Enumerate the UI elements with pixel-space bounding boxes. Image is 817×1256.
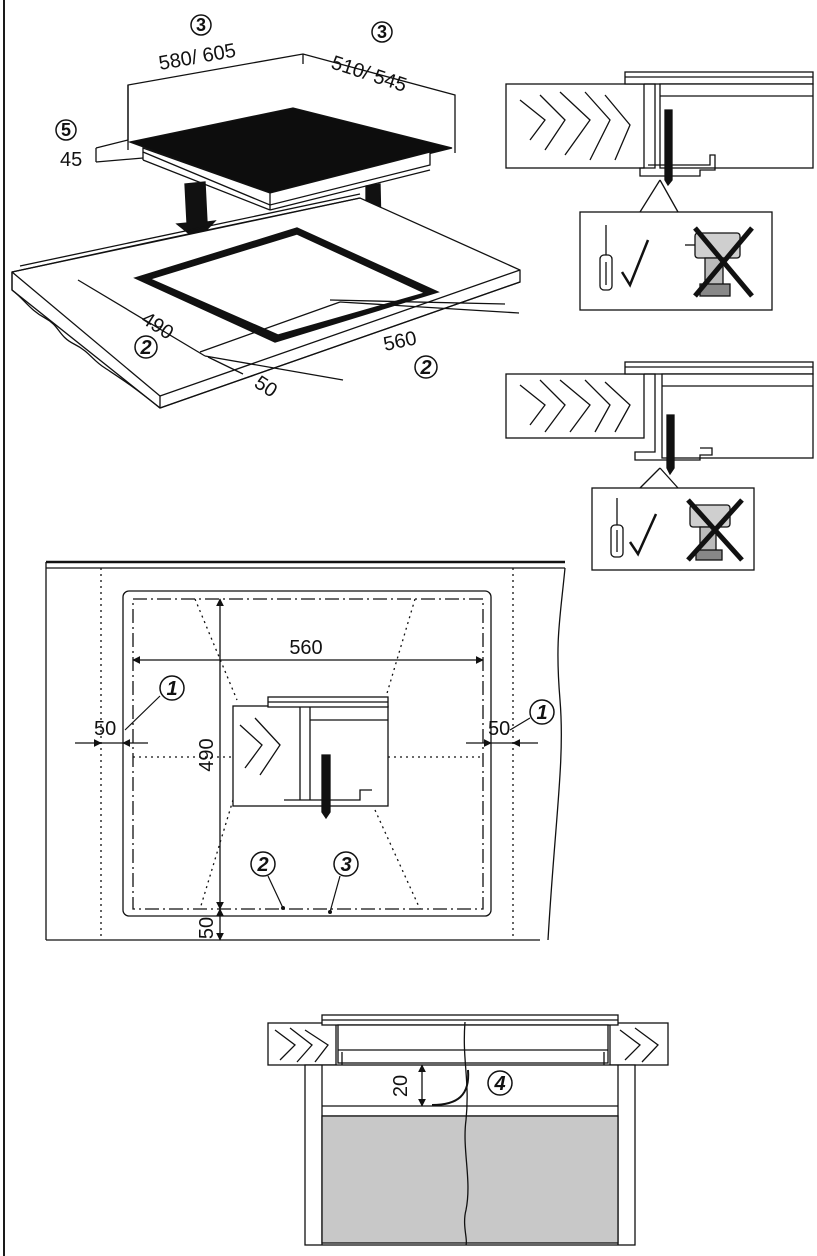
marker-circle xyxy=(190,14,212,36)
marker-circle xyxy=(414,355,438,379)
figure-isometric-hob xyxy=(11,53,521,409)
height-marker: 5 xyxy=(61,120,71,140)
right-gap-marker: 1 xyxy=(536,702,547,724)
depth-marker: 3 xyxy=(377,22,387,42)
cable-marker: 4 xyxy=(493,1073,505,1095)
screwdriver-icon xyxy=(610,498,624,558)
marker-circle xyxy=(134,335,158,359)
left-gap-label: 50 xyxy=(94,718,116,740)
depth-label: 510/ 545 xyxy=(328,52,409,97)
right-gap-label: 50 xyxy=(488,718,510,740)
not-allowed-cross-icon xyxy=(693,226,754,298)
width-label: 580/ 605 xyxy=(157,40,237,75)
gap-label: 20 xyxy=(390,1075,412,1097)
figure5-labels: 20 4 xyxy=(390,1070,513,1097)
cutout-depth-label: 490 xyxy=(196,738,218,771)
bottom-gap-label: 50 xyxy=(196,917,218,939)
height-label: 45 xyxy=(60,149,82,171)
edge-label: 50 xyxy=(250,372,281,403)
checkmark-icon xyxy=(628,513,658,557)
width-marker: 3 xyxy=(196,15,206,35)
left-gap-marker: 1 xyxy=(166,678,177,700)
page-border xyxy=(3,0,5,1256)
figure-cutout-plan xyxy=(45,560,566,941)
figure4-labels: 560 490 50 50 1 50 1 2 3 xyxy=(94,637,555,939)
figure-clamp-detail-1 xyxy=(505,71,814,311)
marker-circle xyxy=(159,675,185,701)
marker-circle xyxy=(487,1070,513,1096)
cutout-width-marker: 2 xyxy=(419,357,431,379)
screwdriver-icon xyxy=(599,225,613,291)
marker-circle xyxy=(371,21,393,43)
cutout-width-label: 560 xyxy=(381,327,418,355)
figure-section-view xyxy=(267,1014,669,1246)
cutout-depth-marker: 2 xyxy=(139,337,151,359)
screw-icon xyxy=(666,414,675,476)
hob-top xyxy=(127,107,453,194)
cabinet-panel xyxy=(321,1115,619,1244)
checkmark-icon xyxy=(620,239,650,288)
marker-a: 2 xyxy=(256,854,268,876)
marker-b: 3 xyxy=(340,854,351,876)
marker-circle xyxy=(55,119,77,141)
marker-circle xyxy=(250,851,276,877)
not-allowed-cross-icon xyxy=(686,498,744,562)
cutout-width-label: 560 xyxy=(289,637,322,659)
marker-circle xyxy=(529,699,555,725)
marker-circle xyxy=(333,851,359,877)
screw-icon xyxy=(664,109,673,187)
figure-clamp-detail-2 xyxy=(505,361,814,571)
screw-icon xyxy=(321,754,331,820)
